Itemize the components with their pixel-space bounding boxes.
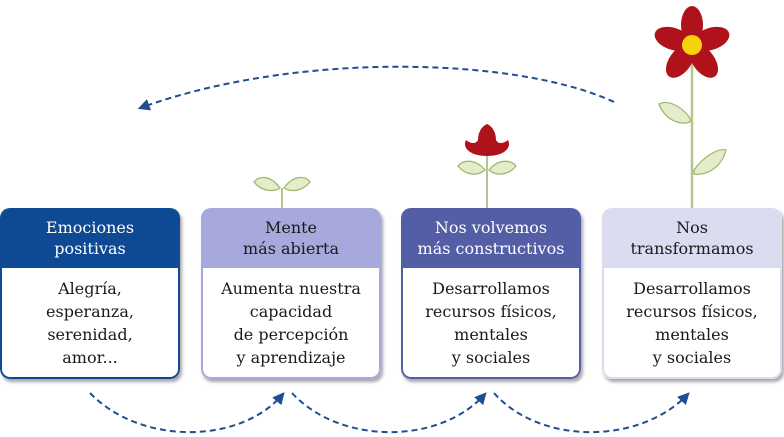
small-flower-icon [457, 124, 517, 208]
card-title: Nos transformamos [602, 208, 782, 268]
progress-arrow-3 [493, 392, 690, 434]
seedling-icon [253, 176, 311, 208]
card-body: Desarrollamos recursos físicos, mentales… [401, 268, 581, 379]
card-body: Aumenta nuestra capacidad de percepción … [201, 268, 381, 379]
card-body: Alegría, esperanza, serenidad, amor... [0, 268, 180, 379]
progress-arrow-2 [291, 392, 487, 434]
card-nos-transformamos: Nos transformamos Desarrollamos recursos… [602, 208, 782, 379]
card-body: Desarrollamos recursos físicos, mentales… [602, 268, 782, 379]
card-mas-constructivos: Nos volvemos más constructivos Desarroll… [401, 208, 581, 379]
progress-arrow-1 [89, 392, 285, 434]
card-mente-abierta: Mente más abierta Aumenta nuestra capaci… [201, 208, 381, 379]
card-title: Nos volvemos más constructivos [401, 208, 581, 268]
card-title: Emociones positivas [0, 208, 180, 268]
card-emociones-positivas: Emociones positivas Alegría, esperanza, … [0, 208, 180, 379]
large-flower-icon [654, 6, 730, 208]
return-arrow [137, 65, 615, 111]
card-title: Mente más abierta [201, 208, 381, 268]
